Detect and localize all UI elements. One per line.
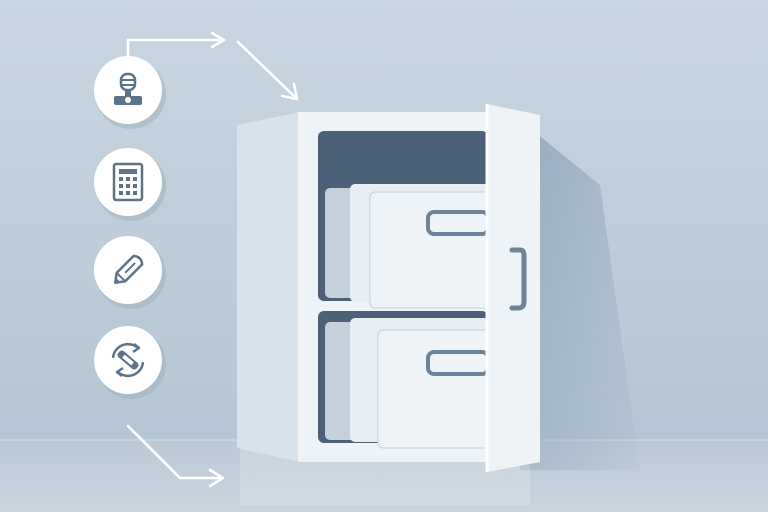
cabinet-side-panel	[237, 112, 300, 462]
pencil-icon-badge	[94, 236, 166, 309]
spreadsheet-icon-badge	[94, 148, 166, 221]
sync-tools-icon	[111, 342, 145, 378]
door-handle	[509, 247, 527, 311]
pencil-icon	[114, 254, 144, 284]
bottom-drawer-folders	[325, 318, 497, 449]
icon-column	[94, 56, 166, 399]
folder-front	[369, 191, 496, 309]
cabinet-shadow	[520, 120, 640, 470]
sync-tools-icon-badge	[94, 326, 166, 399]
database-user-icon	[114, 72, 142, 105]
arrow-bottom	[126, 424, 225, 488]
cabinet-door	[487, 104, 540, 472]
spreadsheet-icon	[112, 162, 144, 202]
arrow-top	[126, 31, 299, 101]
top-drawer-folders	[325, 184, 496, 309]
database-user-icon-badge	[94, 56, 166, 129]
folder-front	[377, 329, 497, 449]
